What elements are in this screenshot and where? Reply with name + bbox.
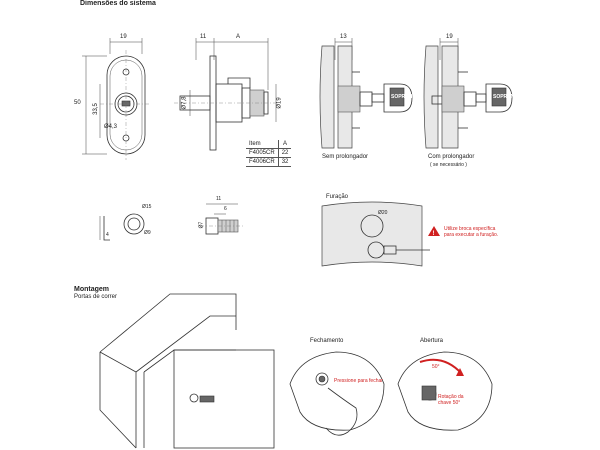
dim-front-hole: Ø4,3: [104, 124, 118, 130]
dim-install-ext-width: 19: [446, 34, 453, 40]
dim-ext-part: 6: [224, 206, 227, 212]
section-title-drilling: Furação: [326, 194, 349, 200]
dim-front-inner: 33,5: [92, 103, 99, 115]
opening-illustration: [397, 351, 493, 431]
dim-install-no-ext-width: 13: [340, 34, 347, 40]
item-table: Item A F4005CR 22 F4006CR 32: [246, 140, 292, 167]
caption-closing: Fechamento: [310, 338, 344, 344]
table-cell-item: F4005CR: [246, 148, 279, 158]
section-title-mounting: Montagem: [74, 286, 109, 293]
dim-drill-dia: Ø20: [378, 210, 388, 216]
warning-icon: [428, 226, 440, 236]
extension-piece: [200, 203, 244, 235]
dim-ext-dia: Ø7: [198, 221, 205, 229]
table-cell-item: F4006CR: [246, 157, 279, 167]
cabinet-illustration: [99, 293, 275, 449]
caption-angle: 50°: [432, 364, 440, 370]
caption-with-extension-note: ( se necessário ): [430, 162, 467, 168]
install-without-extension: [319, 38, 413, 149]
dim-side-dia-small: Ø7,8: [181, 96, 188, 110]
section-title-dimensions: Dimensões do sistema: [80, 0, 156, 7]
table-header-row: Item A: [246, 140, 292, 149]
caption-without-extension: Sem prolongador: [322, 154, 369, 160]
table-row: F4006CR 32: [246, 157, 292, 167]
warning-line-2: para executar a furação.: [444, 232, 499, 238]
dim-washer-inner: Ø9: [144, 230, 151, 236]
table-header-item: Item: [246, 140, 279, 149]
front-view: [82, 38, 150, 160]
caption-press-to-close: Pressione para fechar: [334, 378, 383, 384]
side-view: [174, 38, 277, 151]
dim-front-height: 50: [74, 100, 81, 106]
table-cell-a: 32: [277, 157, 292, 167]
caption-opening: Abertura: [420, 338, 444, 344]
install-with-extension: [423, 38, 513, 149]
key-brand-1: SOPRANO: [391, 94, 417, 100]
table-header-a: A: [277, 140, 292, 149]
caption-rotation: Rotação da chave 50°: [438, 394, 464, 406]
dim-side-length: A: [236, 34, 241, 40]
dim-side-flange: 11: [200, 34, 207, 40]
washer: [99, 213, 145, 241]
caption-with-extension: Com prolongador: [428, 154, 475, 160]
warning-line-1: Utilize broca específica: [444, 226, 496, 232]
dim-front-width: 19: [120, 34, 127, 40]
dim-side-dia-large: Ø19: [276, 97, 283, 109]
drilling-view: !: [321, 201, 440, 267]
table-cell-a: 22: [277, 148, 292, 158]
dim-washer-thickness: 4: [106, 232, 109, 238]
dim-washer-outer: Ø15: [142, 204, 152, 210]
closing-illustration: [289, 351, 385, 436]
dim-ext-length: 11: [216, 196, 222, 202]
svg-text:!: !: [433, 231, 435, 237]
key-brand-2: SOPRANO: [493, 94, 519, 100]
section-subtitle-mounting: Portas de correr: [74, 294, 118, 300]
table-row: F4005CR 22: [246, 148, 292, 158]
